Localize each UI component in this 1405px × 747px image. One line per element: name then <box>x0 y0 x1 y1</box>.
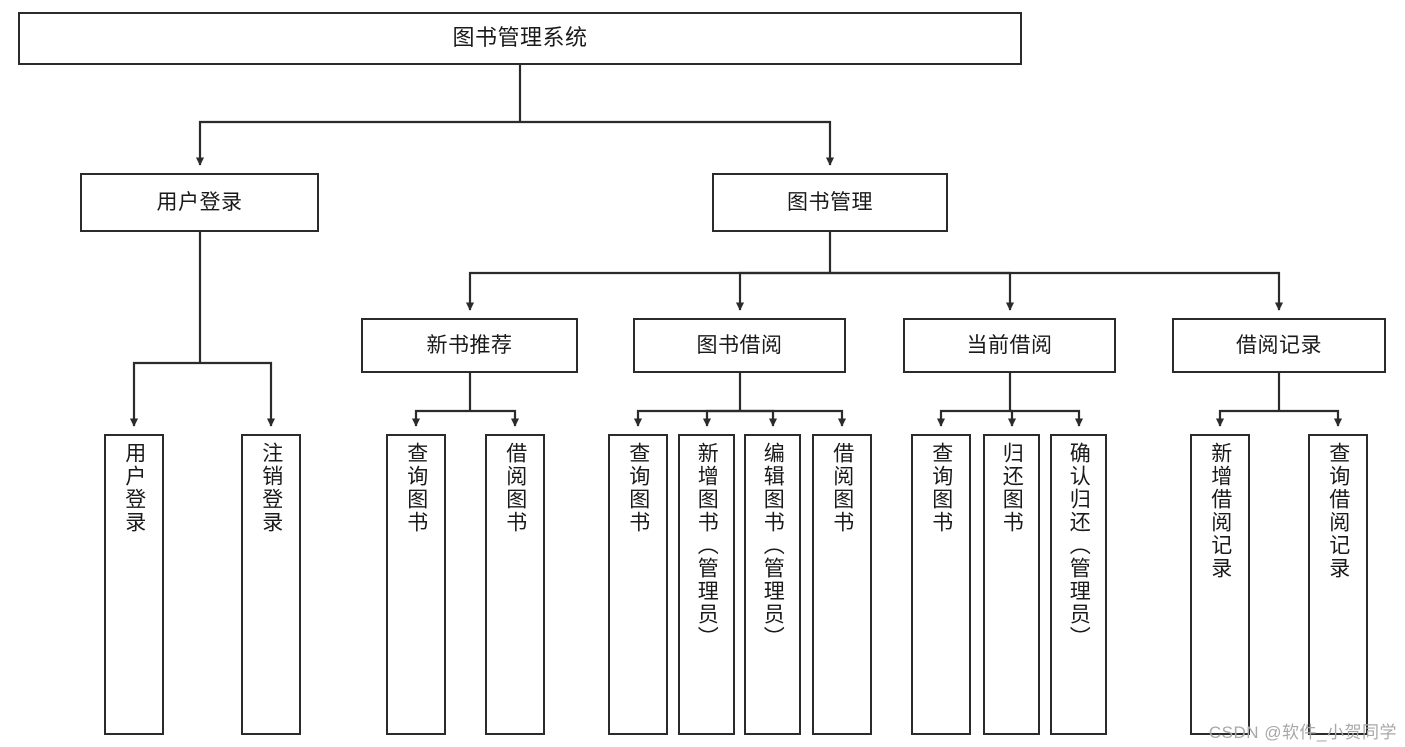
node-label: 用户登录 <box>122 442 146 534</box>
node-label: 借阅记录 <box>1236 333 1322 357</box>
node-label: 注销登录 <box>259 442 283 534</box>
node-leaf-edit[interactable]: 编辑图书（管理员） <box>744 434 801 735</box>
connector-edge <box>735 271 830 311</box>
node-leaf-query1[interactable]: 查询图书 <box>386 434 446 735</box>
node-label: 借阅图书 <box>830 442 854 534</box>
connector-edge <box>830 271 1015 311</box>
node-root[interactable]: 图书管理系统 <box>18 12 1022 65</box>
node-label: 确认归还（管理员） <box>1067 442 1091 649</box>
watermark-text: CSDN @软件_小贺同学 <box>1208 723 1397 742</box>
node-leaf-addrec[interactable]: 新增借阅记录 <box>1190 434 1250 735</box>
connector-edge <box>200 361 276 427</box>
connector-edge <box>633 409 740 427</box>
connector-edge <box>1215 409 1279 427</box>
node-records[interactable]: 借阅记录 <box>1172 318 1386 373</box>
node-leaf-logout[interactable]: 注销登录 <box>241 434 301 735</box>
node-label: 用户登录 <box>156 190 243 214</box>
node-leaf-borrow1[interactable]: 借阅图书 <box>485 434 545 735</box>
connector-edge <box>830 271 1284 311</box>
node-leaf-borrow2[interactable]: 借阅图书 <box>812 434 872 735</box>
node-label: 新增图书（管理员） <box>695 442 719 649</box>
node-borrow[interactable]: 图书借阅 <box>633 318 846 373</box>
node-label: 归还图书 <box>1000 442 1024 534</box>
node-label: 新书推荐 <box>426 333 513 357</box>
node-label: 新增借阅记录 <box>1208 442 1232 580</box>
node-label: 当前借阅 <box>966 333 1053 357</box>
connector-edge <box>936 409 1010 427</box>
node-bookmgmt[interactable]: 图书管理 <box>712 173 948 232</box>
connector-edge <box>465 271 830 311</box>
connector-edge <box>1007 409 1017 427</box>
connector-edge <box>470 409 520 427</box>
node-current[interactable]: 当前借阅 <box>903 318 1116 373</box>
node-label: 图书管理 <box>787 190 873 214</box>
node-newbook[interactable]: 新书推荐 <box>361 318 578 373</box>
node-leaf-queryrec[interactable]: 查询借阅记录 <box>1308 434 1368 735</box>
node-label: 图书管理系统 <box>452 25 588 51</box>
node-label: 查询图书 <box>929 442 953 534</box>
connector-edge <box>740 409 847 427</box>
connector-edge <box>702 409 740 427</box>
node-label: 借阅图书 <box>503 442 527 534</box>
node-label: 查询图书 <box>404 442 428 534</box>
node-leaf-confirm[interactable]: 确认归还（管理员） <box>1050 434 1107 735</box>
connector-edge <box>740 409 778 427</box>
node-label: 查询图书 <box>626 442 650 534</box>
node-leaf-query3[interactable]: 查询图书 <box>911 434 971 735</box>
node-leaf-query2[interactable]: 查询图书 <box>608 434 668 735</box>
node-login[interactable]: 用户登录 <box>80 173 319 232</box>
node-label: 图书借阅 <box>696 333 783 357</box>
connector-edge <box>1279 409 1343 427</box>
node-leaf-add[interactable]: 新增图书（管理员） <box>678 434 735 735</box>
connector-edge <box>520 120 835 166</box>
node-leaf-return[interactable]: 归还图书 <box>983 434 1040 735</box>
connector-edge <box>129 361 200 427</box>
connector-edge <box>411 409 470 427</box>
node-label: 编辑图书（管理员） <box>761 442 785 649</box>
node-leaf-login[interactable]: 用户登录 <box>104 434 164 735</box>
node-label: 查询借阅记录 <box>1326 442 1350 580</box>
connector-edge <box>1010 409 1084 427</box>
connector-edge <box>195 120 520 166</box>
